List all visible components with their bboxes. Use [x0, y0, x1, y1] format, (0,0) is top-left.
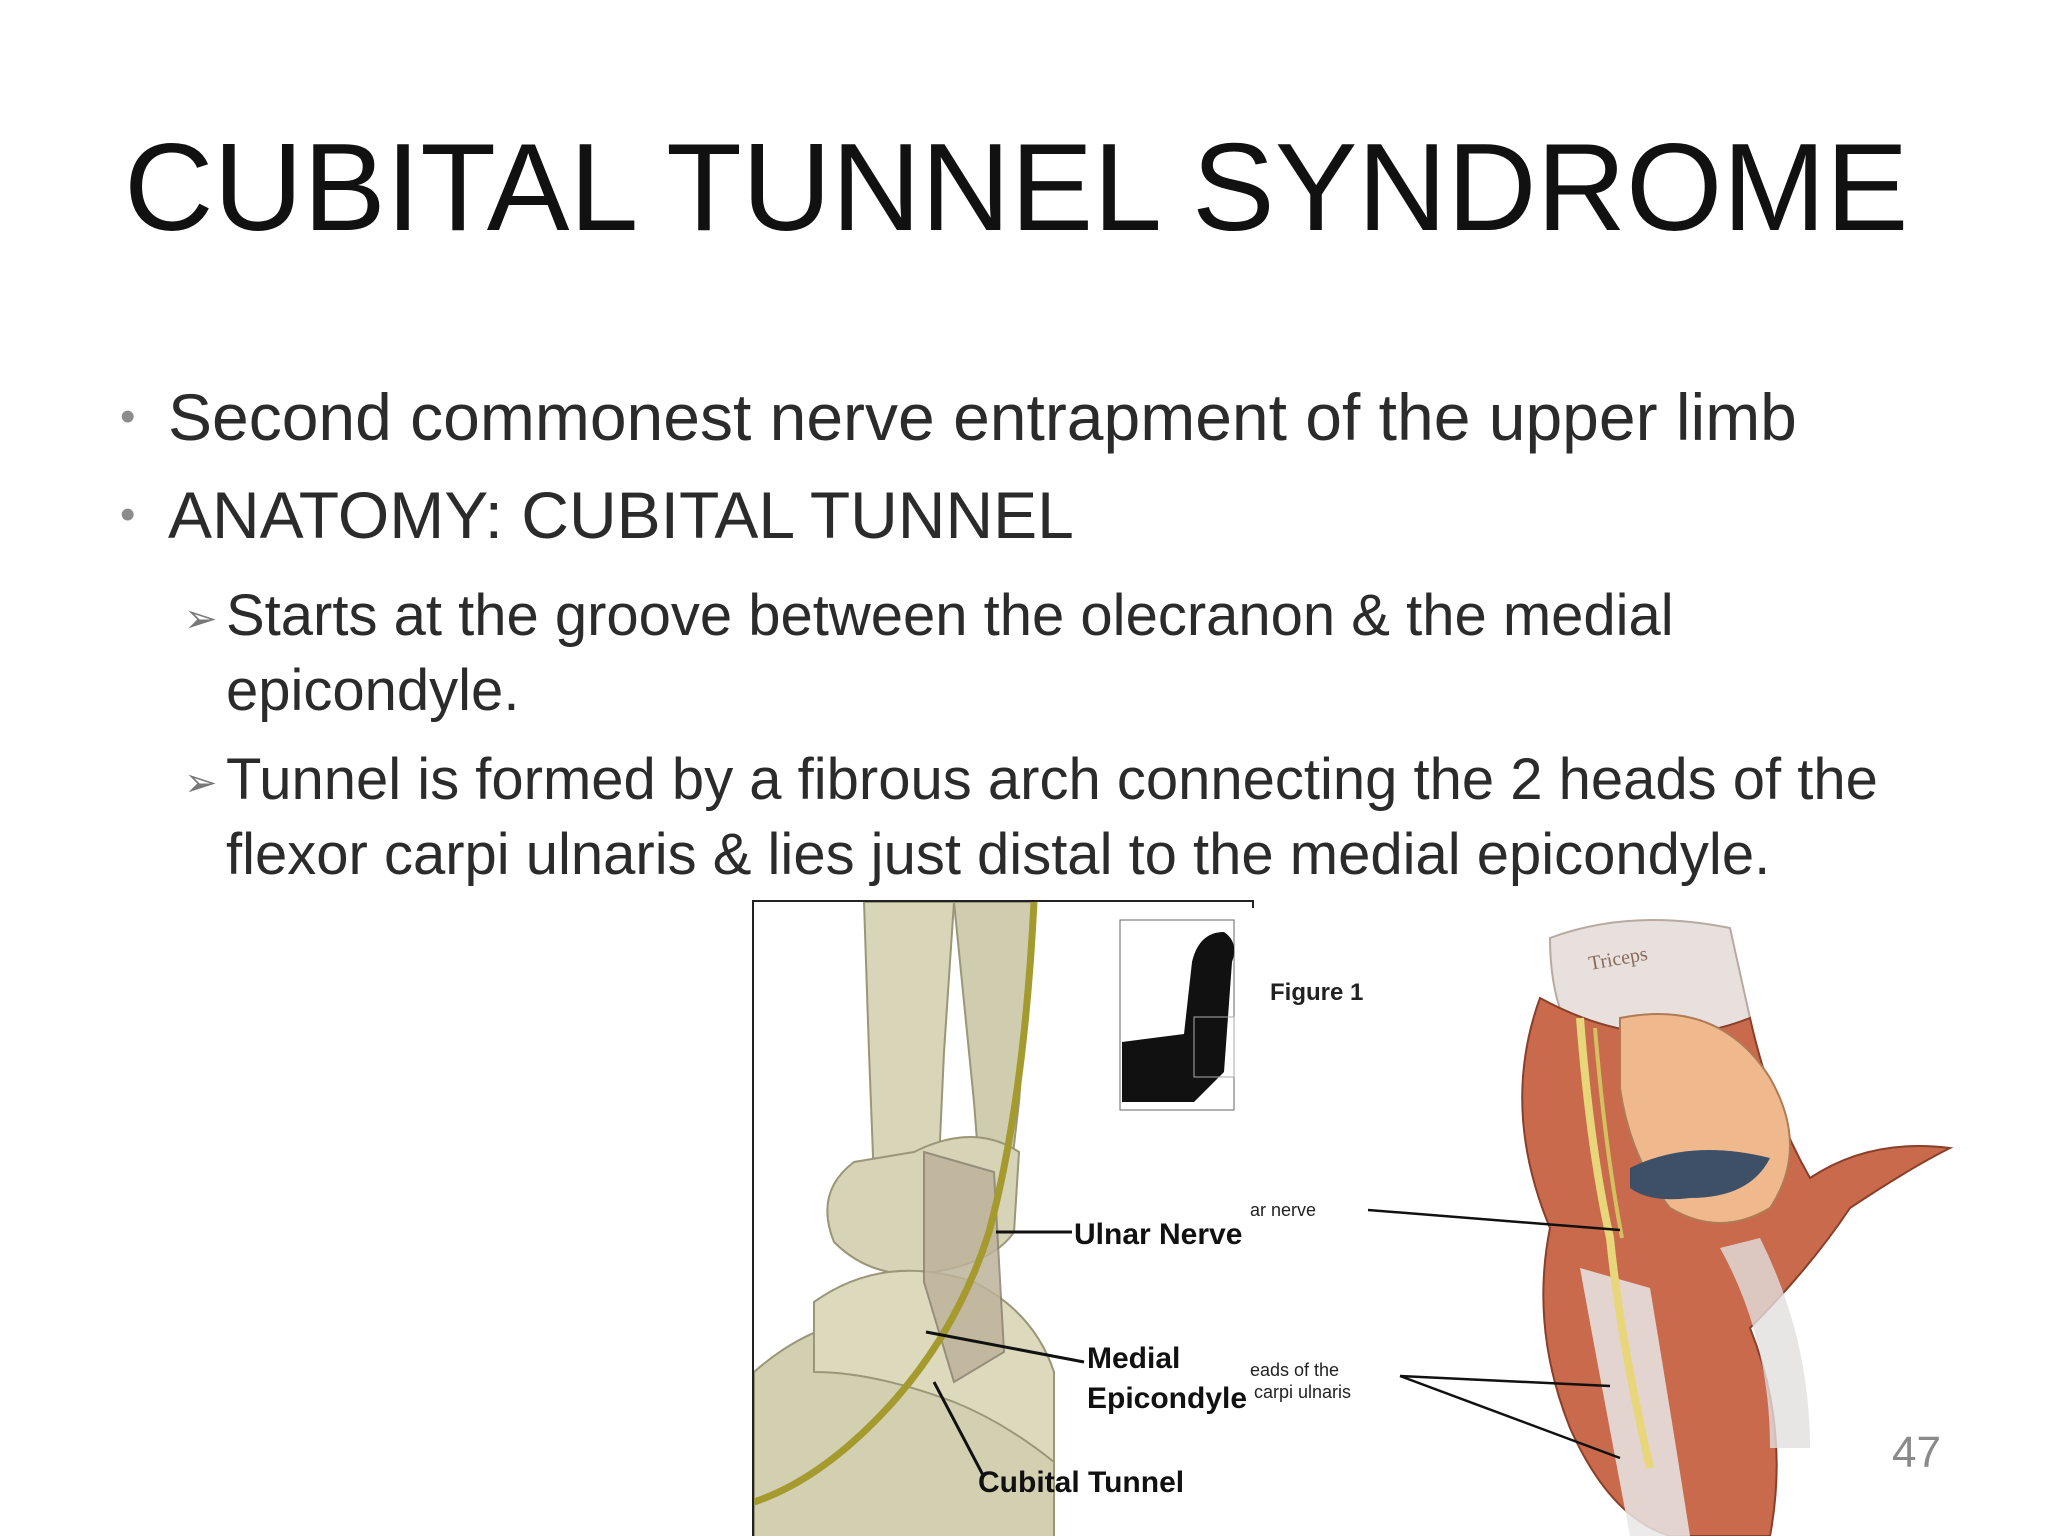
sub-bullet-item: ➢ Starts at the groove between the olecr…: [120, 578, 1940, 728]
sub-bullet-item: ➢ Tunnel is formed by a fibrous arch con…: [120, 742, 1940, 892]
elbow-illustration: Ulnar Nerve Medial Epicondyle Cubital Tu…: [752, 900, 1254, 1536]
dissection-illustration-svg: Figure 1 Triceps ar nerve eads of the ca…: [1250, 919, 1954, 1536]
medial-epicondyle-label-line1: Medial: [1087, 1342, 1180, 1375]
bullet-dot-icon: •: [120, 392, 136, 441]
bullet-text: Second commonest nerve entrapment of the…: [168, 380, 1797, 454]
sub-bullet-text: Starts at the groove between the olecran…: [226, 583, 1674, 723]
figure-caption: Figure 1: [1270, 979, 1363, 1006]
page-number: 47: [1892, 1428, 1941, 1477]
ulnar-nerve-label: Ulnar Nerve: [1074, 1218, 1242, 1251]
bullet-item: • ANATOMY: CUBITAL TUNNEL: [120, 466, 1940, 564]
sub-bullet-text: Tunnel is formed by a fibrous arch conne…: [226, 747, 1878, 887]
heads-label-line1: eads of the: [1250, 1360, 1339, 1380]
slide-title: CUBITAL TUNNEL SYNDROME: [124, 119, 1909, 257]
bullet-text: ANATOMY: CUBITAL TUNNEL: [168, 478, 1074, 552]
bullet-item: • Second commonest nerve entrapment of t…: [120, 368, 1940, 466]
arrow-bullet-icon: ➢: [184, 597, 218, 641]
cubital-tunnel-label: Cubital Tunnel: [978, 1466, 1184, 1499]
nerve-label: ar nerve: [1250, 1200, 1316, 1220]
bullet-list: • Second commonest nerve entrapment of t…: [120, 368, 1940, 892]
arrow-bullet-icon: ➢: [184, 761, 218, 805]
dissection-illustration: Figure 1 Triceps ar nerve eads of the ca…: [1250, 908, 1990, 1536]
elbow-illustration-svg: Ulnar Nerve Medial Epicondyle Cubital Tu…: [754, 902, 1247, 1536]
bullet-dot-icon: •: [120, 490, 136, 539]
heads-label-line2: carpi ulnaris: [1254, 1382, 1351, 1402]
medial-epicondyle-label-line2: Epicondyle: [1087, 1382, 1247, 1415]
